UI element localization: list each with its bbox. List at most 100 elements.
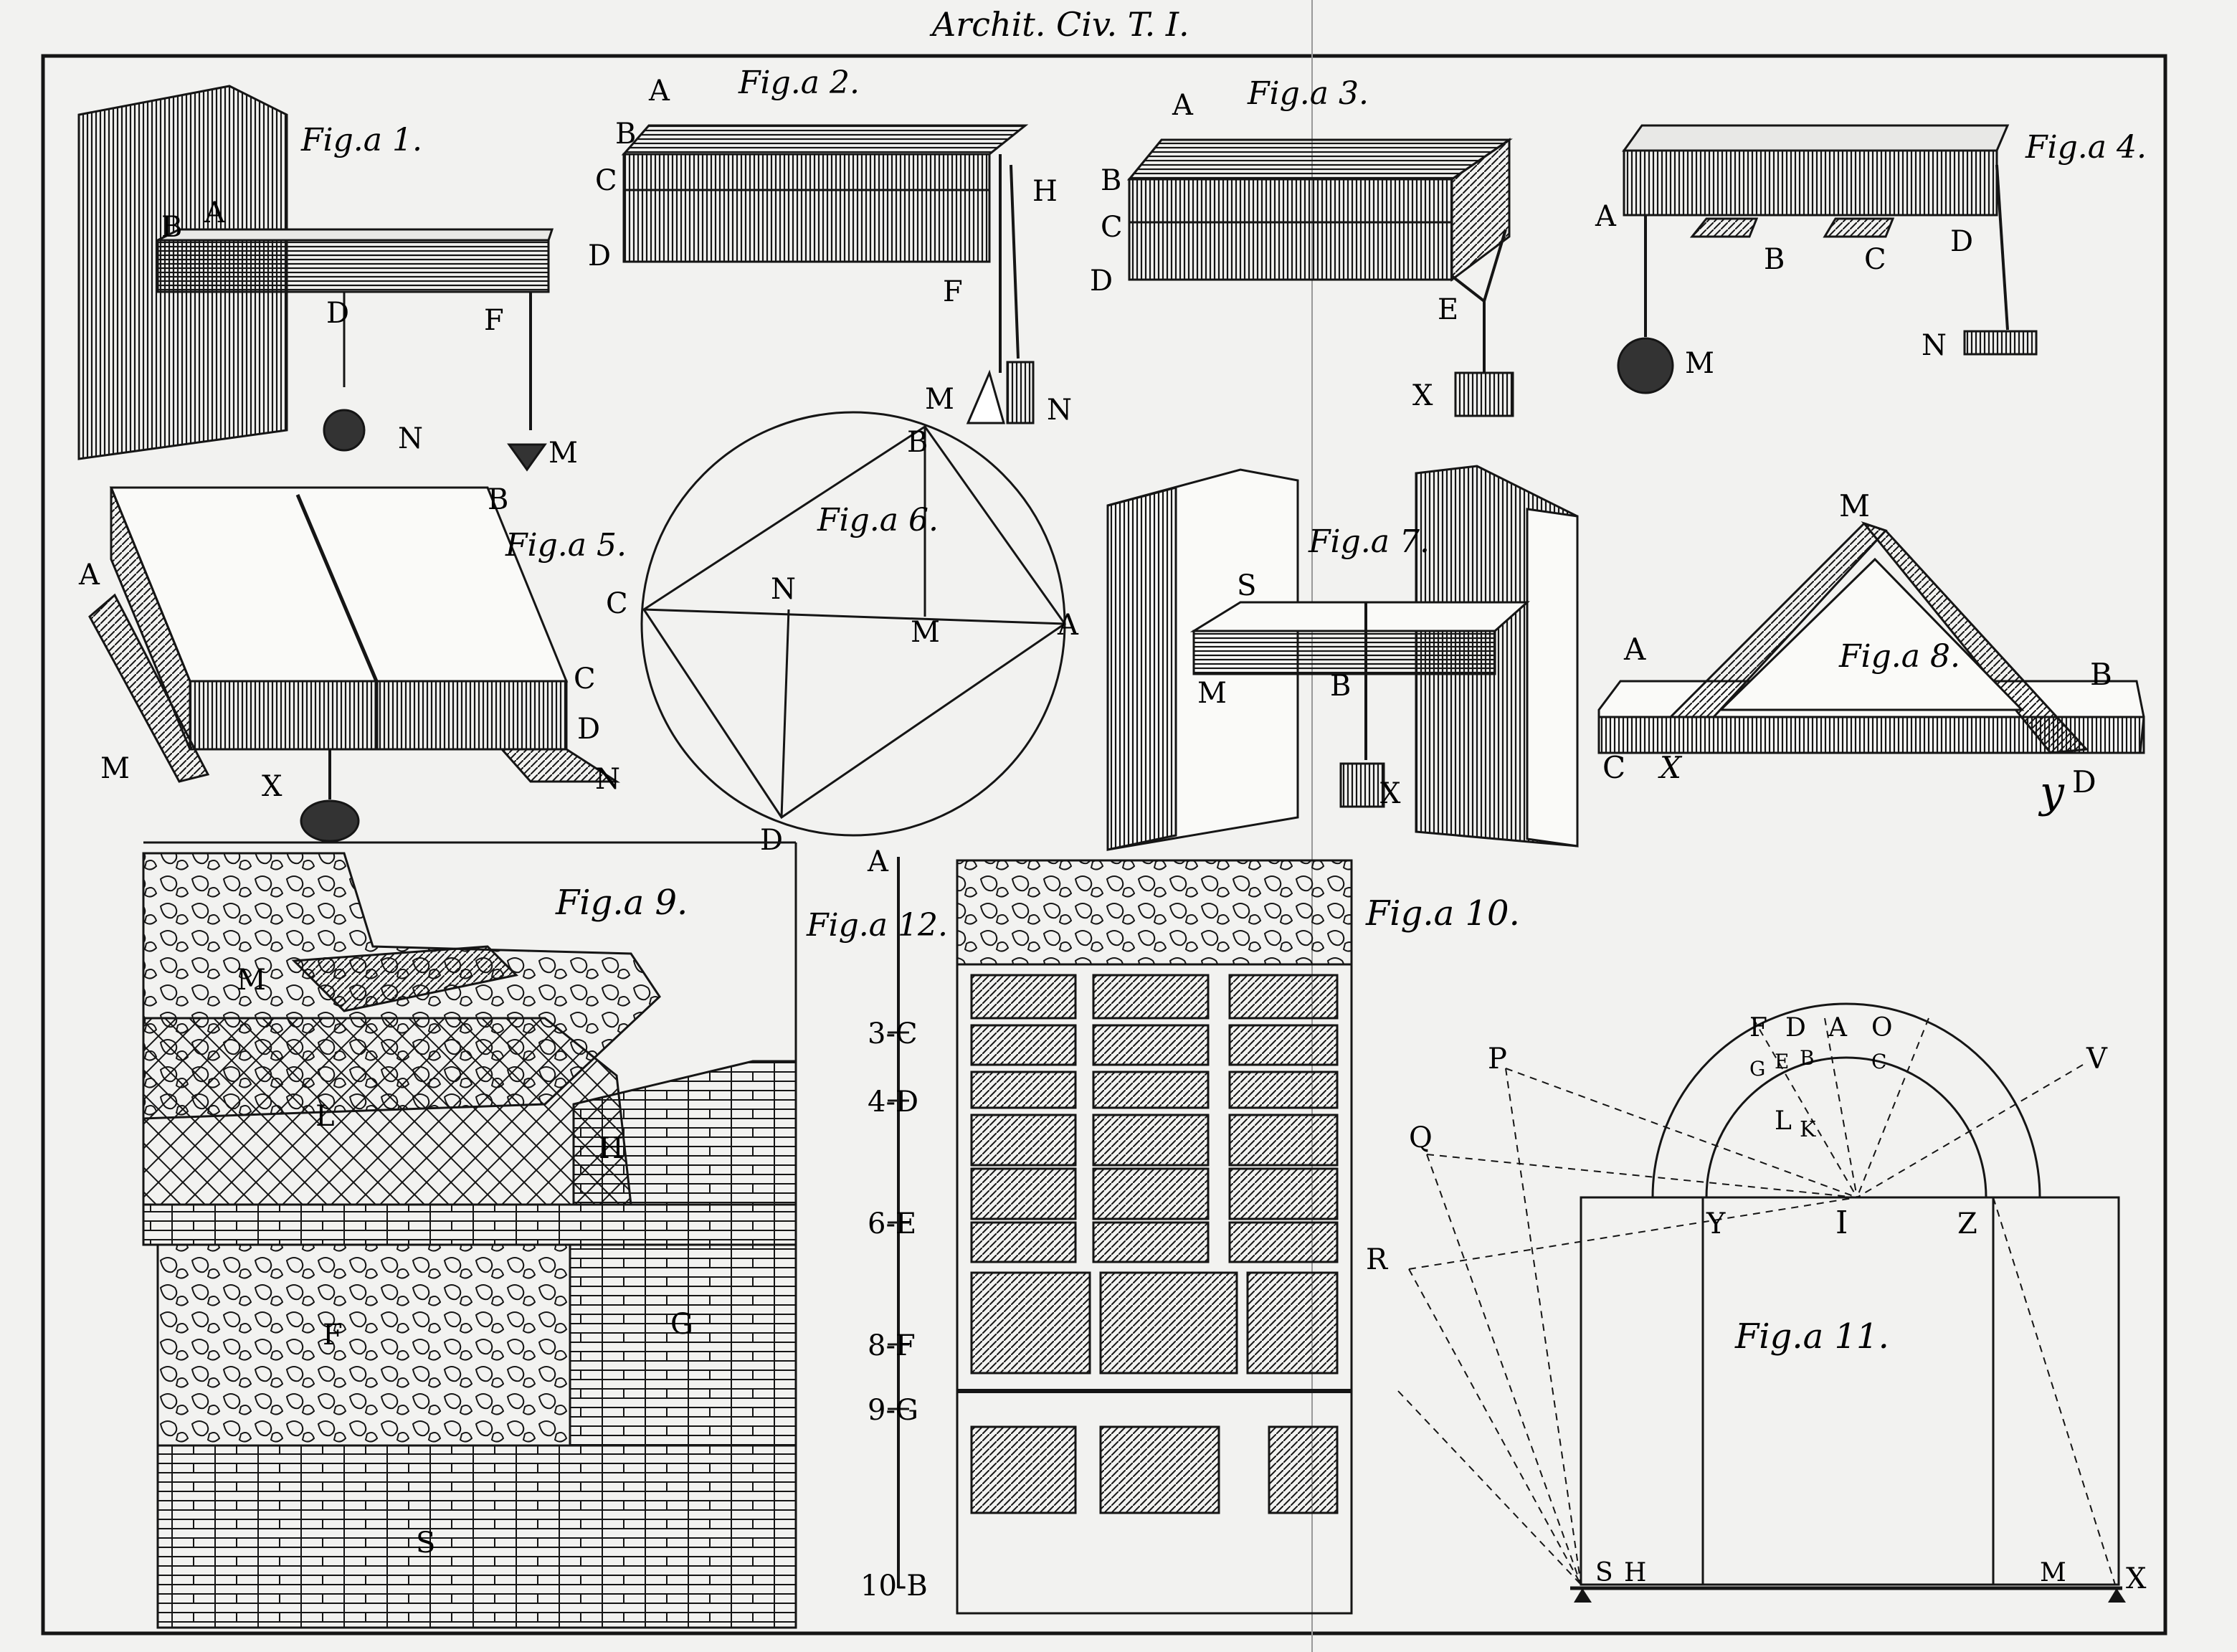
svg-text:N: N xyxy=(595,763,620,796)
svg-text:N: N xyxy=(398,422,423,455)
svg-text:M: M xyxy=(548,437,578,470)
svg-text:F: F xyxy=(1749,1013,1767,1043)
svg-text:C: C xyxy=(1864,243,1886,276)
fig1-caption: Fig.a 1. xyxy=(300,122,422,158)
svg-text:B: B xyxy=(1101,164,1121,197)
svg-text:X: X xyxy=(1380,777,1401,810)
figure-9: Fig.a 9. M L H F G S xyxy=(142,841,797,1629)
svg-text:A: A xyxy=(1057,609,1079,642)
figure-6 xyxy=(640,411,1067,837)
fig12-caption: Fig.a 12. xyxy=(806,907,948,944)
svg-text:P: P xyxy=(1488,1043,1507,1076)
svg-text:B: B xyxy=(1764,243,1785,276)
svg-text:6-E: 6-E xyxy=(868,1207,916,1240)
svg-text:F: F xyxy=(943,275,963,308)
figure-5: Fig.a 5. A B C D M N X xyxy=(78,483,627,842)
svg-text:B: B xyxy=(615,118,636,151)
svg-text:E: E xyxy=(1775,1050,1789,1073)
svg-text:R: R xyxy=(1366,1243,1389,1276)
fig4-caption: Fig.a 4. xyxy=(2025,129,2147,166)
plate-border xyxy=(41,54,2167,1636)
svg-text:N: N xyxy=(1922,329,1947,362)
svg-text:M: M xyxy=(911,616,940,649)
svg-text:M: M xyxy=(2040,1558,2066,1587)
svg-text:D: D xyxy=(760,824,783,857)
svg-text:D: D xyxy=(1090,265,1113,298)
svg-text:G: G xyxy=(670,1308,693,1341)
svg-text:K: K xyxy=(1800,1117,1816,1142)
svg-text:H: H xyxy=(1032,175,1058,208)
svg-text:D: D xyxy=(2072,764,2096,799)
svg-text:L: L xyxy=(1775,1106,1792,1136)
fig9-caption: Fig.a 9. xyxy=(555,883,688,923)
svg-text:A: A xyxy=(1828,1013,1848,1043)
svg-text:y: y xyxy=(2038,767,2065,817)
fig7-caption: Fig.a 7. xyxy=(1308,523,1430,560)
svg-text:M: M xyxy=(100,752,130,785)
fig8-caption: Fig.a 8. xyxy=(1838,638,1960,675)
svg-text:C: C xyxy=(1871,1050,1886,1073)
svg-text:X: X xyxy=(2126,1562,2147,1595)
svg-text:A: A xyxy=(1172,89,1194,122)
svg-text:3-C: 3-C xyxy=(868,1017,918,1050)
svg-text:H: H xyxy=(1624,1558,1646,1587)
svg-text:Q: Q xyxy=(1409,1121,1433,1154)
svg-text:D: D xyxy=(1950,225,1973,258)
svg-text:9-G: 9-G xyxy=(868,1394,918,1427)
svg-text:M: M xyxy=(925,383,954,416)
svg-text:A: A xyxy=(78,559,100,592)
svg-text:V: V xyxy=(2086,1043,2108,1076)
svg-text:N: N xyxy=(771,573,796,606)
svg-text:B: B xyxy=(907,426,928,459)
svg-text:4-D: 4-D xyxy=(868,1086,918,1119)
svg-text:Y: Y xyxy=(1706,1207,1726,1240)
fig6-caption: Fig.a 6. xyxy=(817,502,939,538)
svg-text:B: B xyxy=(488,483,508,516)
figure-1: Fig.a 1. B A D F N M xyxy=(77,85,578,472)
svg-text:C: C xyxy=(595,164,617,197)
svg-text:M: M xyxy=(237,964,266,997)
svg-text:S: S xyxy=(1237,569,1256,602)
figure-12: Fig.a 12. A 3-C 4-D 6-E 8-F 9-G 10-B xyxy=(806,845,948,1603)
svg-text:S: S xyxy=(1595,1558,1613,1587)
svg-text:A: A xyxy=(648,75,670,108)
svg-text:M: M xyxy=(1685,347,1714,380)
svg-text:B: B xyxy=(2090,657,2112,692)
fig2-caption: Fig.a 2. xyxy=(738,65,860,101)
svg-text:F: F xyxy=(323,1319,343,1352)
svg-text:C: C xyxy=(1101,211,1123,244)
svg-text:M: M xyxy=(1197,677,1227,710)
plate-header: Archit. Civ. T. I. xyxy=(929,5,1189,44)
svg-text:X: X xyxy=(1658,750,1683,785)
svg-text:A: A xyxy=(1623,632,1646,667)
svg-text:H: H xyxy=(599,1132,624,1165)
figure-7: Fig.a 7. S M B X xyxy=(1106,465,1579,851)
svg-text:X: X xyxy=(1412,379,1433,412)
svg-text:S: S xyxy=(416,1527,435,1560)
figure-3: Fig.a 3. A B C D E X xyxy=(1090,75,1514,417)
svg-text:A: A xyxy=(204,196,226,229)
svg-text:C: C xyxy=(606,587,628,620)
svg-text:L: L xyxy=(315,1100,335,1133)
svg-text:O: O xyxy=(1871,1013,1893,1043)
fig5-caption: Fig.a 5. xyxy=(505,527,627,564)
svg-text:B: B xyxy=(1800,1046,1815,1070)
svg-text:D: D xyxy=(1785,1013,1806,1043)
fig10-caption: Fig.a 10. xyxy=(1365,893,1520,934)
figure-10: Fig.a 10. xyxy=(956,859,1520,1615)
svg-text:A: A xyxy=(867,845,889,878)
svg-text:C: C xyxy=(574,663,596,696)
svg-text:C: C xyxy=(1602,750,1625,785)
svg-text:N: N xyxy=(1047,394,1072,427)
svg-text:8-F: 8-F xyxy=(868,1329,916,1362)
svg-text:D: D xyxy=(588,239,611,272)
svg-text:B: B xyxy=(1330,670,1351,703)
svg-text:F: F xyxy=(484,304,504,337)
figure-2: Fig.a 2. A B C D H F M N xyxy=(588,65,1072,427)
svg-text:M: M xyxy=(1839,488,1870,523)
svg-text:G: G xyxy=(1749,1057,1765,1081)
figure-8: Fig.a 8. M A B C X y D xyxy=(1597,488,2145,817)
svg-text:I: I xyxy=(1835,1205,1848,1241)
fig3-caption: Fig.a 3. xyxy=(1247,75,1369,112)
